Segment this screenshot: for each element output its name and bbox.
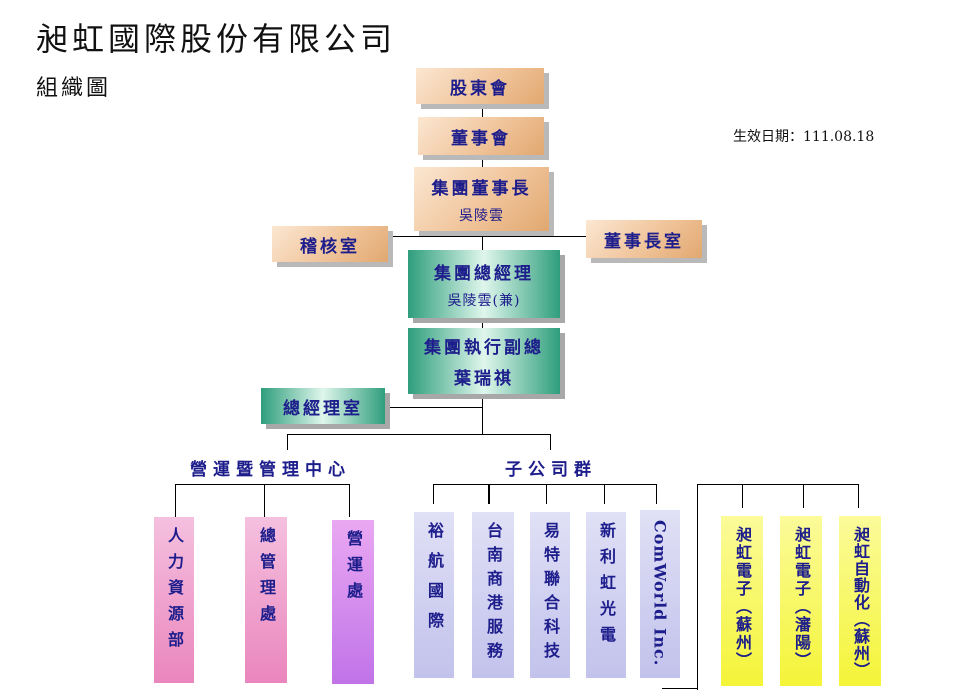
connector <box>604 484 605 504</box>
overseas-label: 昶虹電子（蘇州） <box>733 526 752 670</box>
shareholders-box: 股東會 <box>416 68 544 104</box>
chart-title: 組織圖 <box>36 76 112 101</box>
connector <box>662 688 698 689</box>
audit-box: 稽核室 <box>272 226 388 262</box>
subsidiary-unit: 新利虹光電 <box>586 512 626 678</box>
connector <box>287 434 288 450</box>
connector <box>433 484 657 485</box>
ops-unit-label: 人力資源部 <box>165 527 184 657</box>
connector <box>697 484 859 485</box>
overseas-unit: 昶虹電子（蘇州） <box>721 516 763 686</box>
overseas-label: 昶虹電子（瀋陽） <box>792 526 811 670</box>
subsidiary-unit: ComWorld Inc. <box>640 510 680 678</box>
group-chairman-label: 集團董事長 <box>431 178 532 199</box>
shareholders-label: 股東會 <box>450 78 510 99</box>
connector <box>175 484 350 485</box>
connector <box>482 408 483 434</box>
connector <box>803 484 804 508</box>
subsidiary-unit: 裕航國際 <box>414 512 454 678</box>
subsidiary-label: 新利虹光電 <box>597 522 616 652</box>
ops-center-label: 營運暨管理中心 <box>190 460 351 480</box>
audit-label: 稽核室 <box>300 236 360 257</box>
subsidiary-label: 台南商港服務 <box>484 522 503 666</box>
connector <box>386 407 483 408</box>
gm-label: 集團總經理 <box>434 263 534 284</box>
connector <box>697 484 698 690</box>
company-title: 昶虹國際股份有限公司 <box>36 20 397 58</box>
subsidiary-label: 易特聯合科技 <box>541 522 560 666</box>
subsidiaries-label: 子公司群 <box>505 460 597 480</box>
evp-label: 集團執行副總 <box>424 338 544 358</box>
connector <box>433 484 434 504</box>
gm-name: 吳陵雲(兼) <box>447 292 521 309</box>
connector <box>550 434 551 450</box>
chairman-office-box: 董事長室 <box>586 220 702 258</box>
effective-date: 生效日期：111.08.18 <box>733 129 875 145</box>
gm-office-label: 總經理室 <box>283 398 363 419</box>
connector <box>287 434 551 435</box>
subsidiary-label: ComWorld Inc. <box>650 520 670 667</box>
group-chairman-box: 集團董事長 吳陵雲 <box>414 167 549 231</box>
ops-unit-hr: 人力資源部 <box>154 517 194 683</box>
ops-unit-label: 營運處 <box>344 530 363 608</box>
ops-unit-label: 總管理處 <box>257 527 276 631</box>
connector <box>488 484 490 504</box>
gm-box: 集團總經理 吳陵雲(兼) <box>408 250 560 318</box>
subsidiary-label: 裕航國際 <box>425 522 444 642</box>
board-box: 董事會 <box>418 117 544 155</box>
overseas-unit: 昶虹電子（瀋陽） <box>780 516 822 686</box>
subsidiary-unit: 易特聯合科技 <box>530 512 570 678</box>
ops-unit-operations: 營運處 <box>332 520 374 684</box>
connector <box>388 236 586 237</box>
evp-name: 葉瑞祺 <box>454 369 514 389</box>
connector <box>349 484 350 517</box>
ops-unit-general-admin: 總管理處 <box>245 517 287 683</box>
connector <box>858 484 859 508</box>
connector <box>656 484 657 504</box>
connector <box>742 484 743 508</box>
evp-box: 集團執行副總 葉瑞祺 <box>408 328 560 394</box>
overseas-label: 昶虹自動化（蘇州） <box>851 526 870 679</box>
connector <box>264 484 265 517</box>
group-chairman-name: 吳陵雲 <box>459 207 504 224</box>
board-label: 董事會 <box>451 128 511 149</box>
connector <box>175 484 176 517</box>
chairman-office-label: 董事長室 <box>604 231 684 252</box>
connector <box>546 484 547 504</box>
gm-office-box: 總經理室 <box>261 388 385 424</box>
subsidiary-unit: 台南商港服務 <box>472 512 514 678</box>
overseas-unit: 昶虹自動化（蘇州） <box>839 516 881 686</box>
